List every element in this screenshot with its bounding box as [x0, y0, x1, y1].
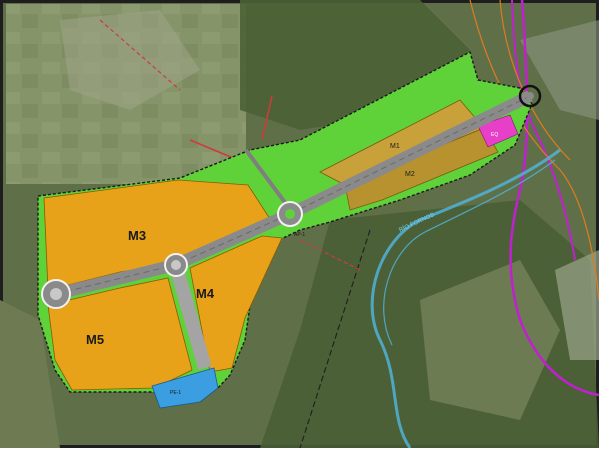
orange-contour [469, 0, 599, 301]
label-pe: PE-1 [170, 390, 181, 396]
red-dashed-line [99, 19, 181, 91]
rail-line [299, 229, 371, 449]
label-m2: M2 [405, 171, 415, 178]
parcel-pe [151, 367, 219, 409]
red-mark [261, 95, 273, 141]
access-road [244, 148, 294, 214]
label-ap: AP-1 [294, 232, 305, 238]
side-road [169, 264, 212, 370]
parcel-m2 [344, 127, 499, 211]
highway-line-2 [511, 0, 576, 261]
orange-contour-2 [499, 0, 571, 161]
label-m4: M4 [196, 286, 215, 301]
label-eq: EQ [491, 132, 498, 138]
river-2 [383, 159, 556, 346]
roundabout-east [518, 84, 542, 108]
river [370, 148, 561, 449]
red-mark-2 [189, 139, 239, 161]
road-network [41, 84, 542, 370]
parcel-m5 [47, 277, 193, 391]
main-road-edge [55, 95, 531, 295]
label-m3: M3 [128, 228, 146, 243]
label-m1: M1 [390, 143, 400, 150]
label-m5: M5 [86, 332, 104, 347]
